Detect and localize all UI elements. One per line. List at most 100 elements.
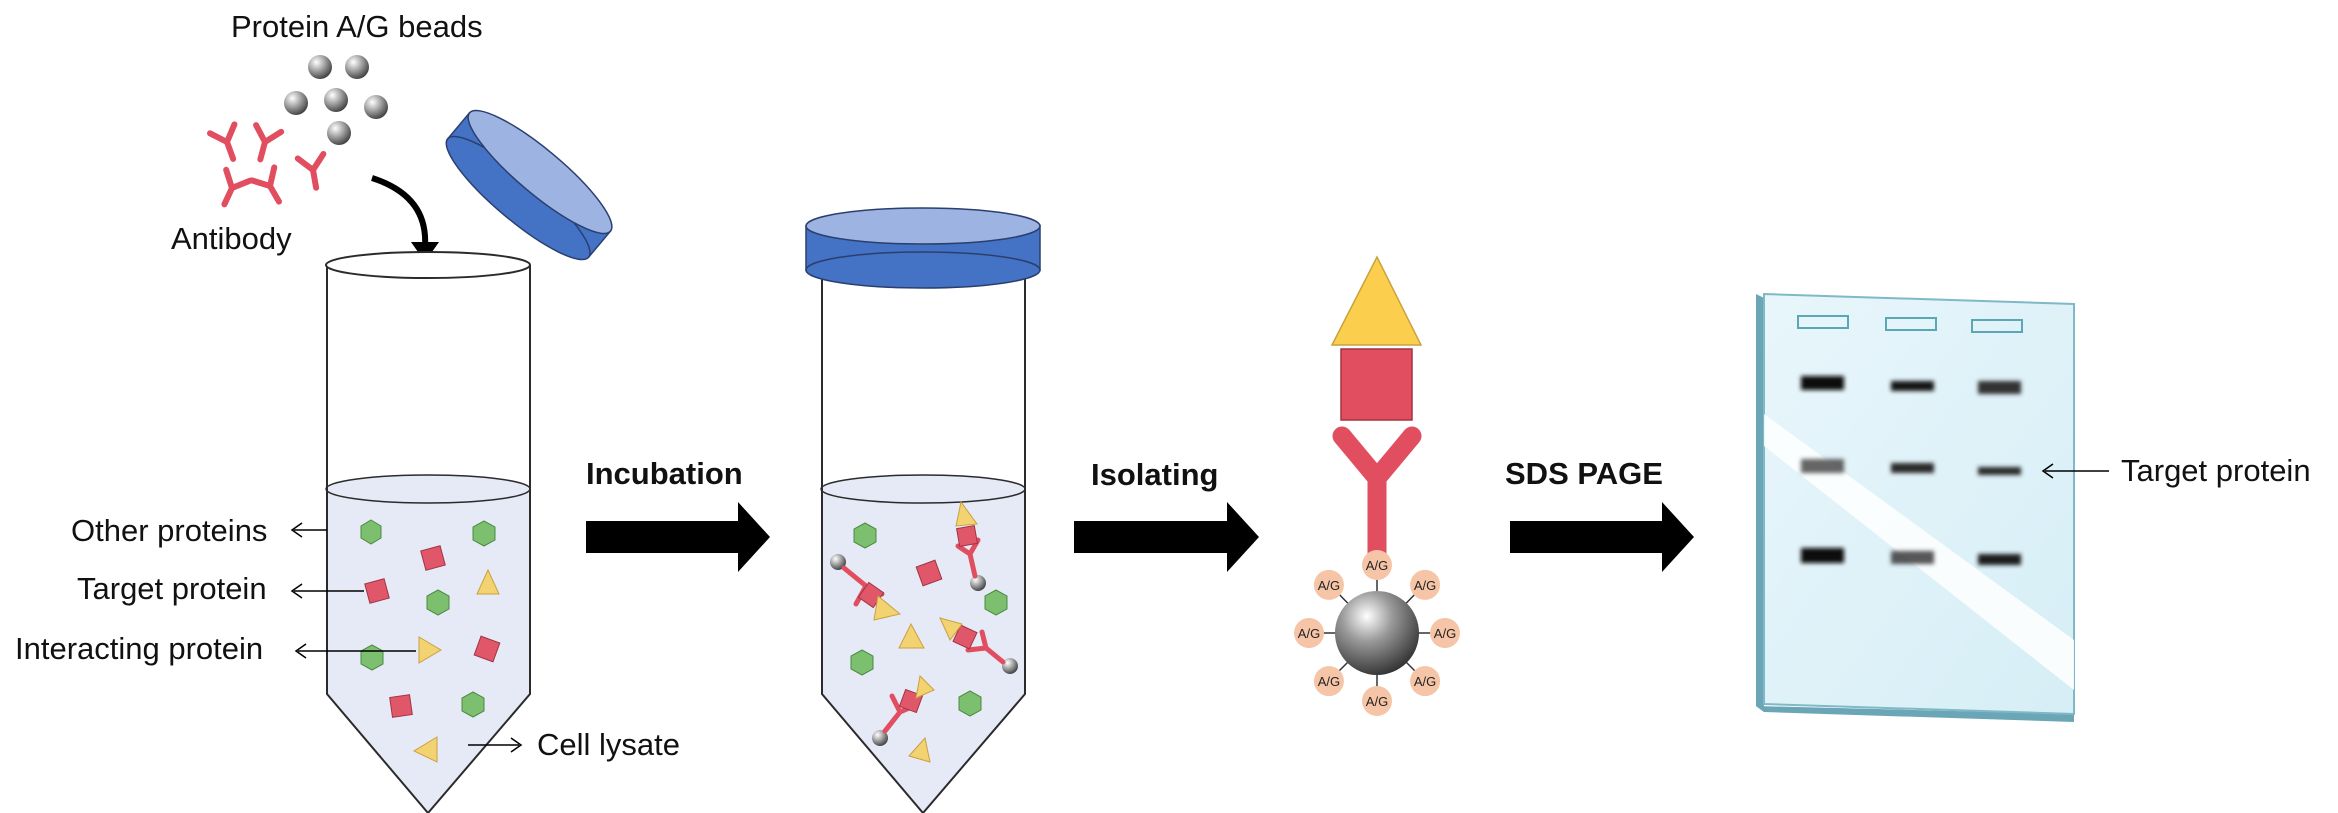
tube-cap-open	[445, 109, 613, 261]
square-icon	[955, 524, 979, 548]
step-incubation: Incubation	[586, 456, 770, 572]
ag-badge-circle	[1313, 666, 1344, 697]
triangle-icon	[955, 500, 978, 527]
hexagon-icon	[958, 690, 982, 717]
arrow-icon	[294, 643, 307, 659]
ag-badge: A/G	[1410, 569, 1441, 600]
gel-edge-bottom	[1756, 706, 2074, 722]
sphere-icon	[284, 91, 308, 115]
sphere-icon	[308, 55, 332, 79]
sds-page-label: SDS PAGE	[1505, 456, 1663, 491]
liquid-surface	[325, 474, 531, 504]
sphere-icon	[364, 95, 388, 119]
ag-badge-label: A/G	[1318, 578, 1340, 593]
tube-cap-closed	[805, 207, 1041, 289]
square-icon	[420, 545, 446, 571]
y-antibody-icon	[1332, 426, 1422, 570]
tube-rim	[325, 251, 531, 279]
gel-well	[1971, 319, 2023, 333]
hexagon-icon	[461, 691, 485, 718]
tube-liquid	[822, 489, 1025, 813]
ag-badge: A/G	[1362, 550, 1392, 580]
ag-badge-circle	[1410, 569, 1441, 600]
ag-badge-circle	[1362, 550, 1392, 580]
ag-bead: A/G A/G A/G A/G A/G A/G A/G A/G	[1294, 550, 1460, 716]
triangle-icon	[898, 622, 925, 649]
beads-cluster	[284, 55, 388, 145]
arrow-icon	[510, 737, 523, 753]
ag-badges: A/G A/G A/G A/G A/G A/G A/G A/G	[1294, 550, 1460, 716]
ag-badge-label: A/G	[1298, 626, 1320, 641]
arrow-icon	[290, 583, 303, 599]
ag-badge-circle	[1294, 618, 1324, 648]
square-icon	[1340, 348, 1413, 421]
square-icon	[473, 635, 501, 663]
antibody-cluster	[206, 121, 327, 208]
immune-complex	[830, 554, 902, 621]
sphere-icon	[830, 554, 846, 570]
sphere-icon	[345, 55, 369, 79]
stage-open-tube: Protein A/G beads Antibody	[15, 9, 680, 813]
liquid-surface	[820, 474, 1026, 504]
right-arrow-icon	[1510, 502, 1694, 572]
ag-badge-label: A/G	[1414, 578, 1436, 593]
gel-band	[1801, 376, 1844, 390]
stage-closed-tube	[805, 207, 1041, 813]
arrow-icon	[2041, 463, 2054, 479]
sphere-icon	[970, 575, 986, 591]
stage-sds-gel: Target protein	[1756, 292, 2311, 722]
sphere-icon	[872, 730, 888, 746]
ag-badge: A/G	[1430, 618, 1460, 648]
sphere-icon	[1335, 591, 1419, 675]
antibody-label: Antibody	[171, 221, 292, 256]
gel-well	[1797, 315, 1849, 329]
gel-band	[1891, 551, 1934, 564]
gel-well	[1885, 317, 1937, 331]
sphere-icon	[1002, 658, 1018, 674]
y-antibody-icon	[294, 150, 327, 191]
triangle-icon	[908, 736, 931, 763]
hexagon-icon	[472, 520, 496, 547]
ag-badge: A/G	[1294, 618, 1324, 648]
hexagon-icon	[426, 589, 450, 616]
ag-badge-label: A/G	[1366, 694, 1388, 709]
isolating-label: Isolating	[1091, 457, 1218, 492]
ag-badge: A/G	[1362, 686, 1392, 716]
ag-badge-label: A/G	[1366, 558, 1388, 573]
beads-label: Protein A/G beads	[231, 9, 483, 44]
square-icon	[389, 694, 413, 718]
ag-badge: A/G	[1410, 666, 1441, 697]
y-antibody-icon	[221, 166, 253, 208]
sphere-icon	[324, 88, 348, 112]
square-icon	[364, 578, 390, 604]
immune-complex	[872, 674, 935, 746]
triangle-icon	[412, 736, 438, 763]
gel-band	[1801, 548, 1844, 563]
step-isolating: Isolating	[1074, 457, 1259, 572]
stage-isolated-complex: A/G A/G A/G A/G A/G A/G A/G A/G	[1294, 255, 1460, 716]
hexagon-icon	[853, 522, 877, 549]
gel-band	[1891, 463, 1934, 473]
ag-badge-label: A/G	[1414, 674, 1436, 689]
ag-badge-circle	[1430, 618, 1460, 648]
ag-badge: A/G	[1313, 569, 1344, 600]
proteins-tube-2	[830, 500, 1018, 763]
ag-badge-label: A/G	[1318, 674, 1340, 689]
immune-complex	[955, 500, 986, 591]
tube-body	[821, 270, 1026, 813]
hexagon-icon	[850, 649, 874, 676]
triangle-icon	[476, 568, 500, 595]
cell-lysate-label: Cell lysate	[537, 727, 680, 762]
immune-complex	[939, 617, 1018, 674]
ag-badge-circle	[1410, 666, 1441, 697]
ag-badge-circle	[1313, 569, 1344, 600]
gel-band	[1891, 381, 1934, 391]
y-antibody-icon	[206, 121, 238, 162]
triangle-icon	[915, 674, 935, 699]
y-antibody-icon	[253, 122, 285, 163]
square-icon	[915, 559, 943, 587]
hexagon-icon	[984, 589, 1008, 616]
triangle-icon	[418, 636, 442, 664]
curved-arrow-icon	[371, 175, 429, 247]
gel-band	[1978, 381, 2021, 394]
